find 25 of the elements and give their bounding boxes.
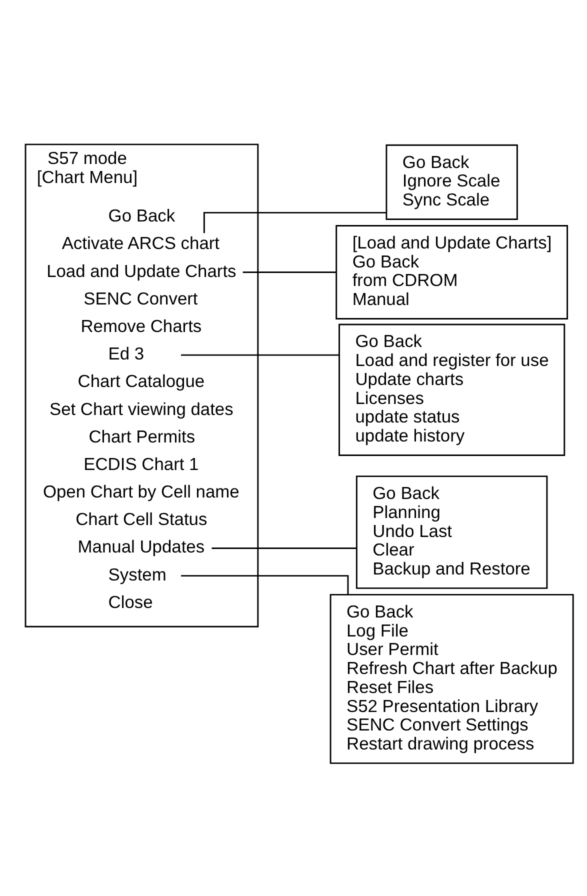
node-text: Chart Permits	[88, 426, 196, 446]
connector	[242, 272, 336, 273]
node-text: Load and Update Charts	[46, 260, 236, 281]
node-text: Chart Cell Status	[76, 509, 208, 530]
node-text: Manual Updates	[78, 536, 205, 557]
node-text: Close	[108, 592, 153, 612]
node-text: Set Chart viewing dates	[49, 398, 234, 419]
node-box: Go Back Ignore Scale Sync Scale	[386, 144, 518, 220]
node-box: Go Back Load and register for use Update charts Licenses update status update history	[338, 324, 566, 456]
node-text: ECDIS Chart 1	[84, 454, 199, 474]
node-text: Chart Catalogue	[78, 371, 205, 392]
node-text: Remove Charts	[80, 316, 202, 336]
connector	[181, 575, 349, 594]
connector	[181, 354, 339, 356]
node-box: [Load and Update Charts] Go Back from CDROM Manual	[336, 225, 568, 320]
node-text: Ed 3	[108, 344, 144, 364]
node-box: Go Back Log File User Permit Refresh Chart after Backup Reset Files S52 Presentation Library SENC Convert Settings Restart drawing process	[330, 594, 574, 764]
connector	[212, 548, 356, 549]
node-text: SENC Convert	[84, 288, 198, 308]
node-text: Go Back	[108, 206, 176, 226]
node-text: Open Chart by Cell name	[42, 482, 240, 502]
node-text: System	[108, 564, 166, 584]
connector	[203, 212, 386, 234]
node-text: Activate ARCS chart	[62, 233, 220, 254]
node-box: Go Back Planning Undo Last Clear Backup and Restore	[356, 476, 548, 589]
